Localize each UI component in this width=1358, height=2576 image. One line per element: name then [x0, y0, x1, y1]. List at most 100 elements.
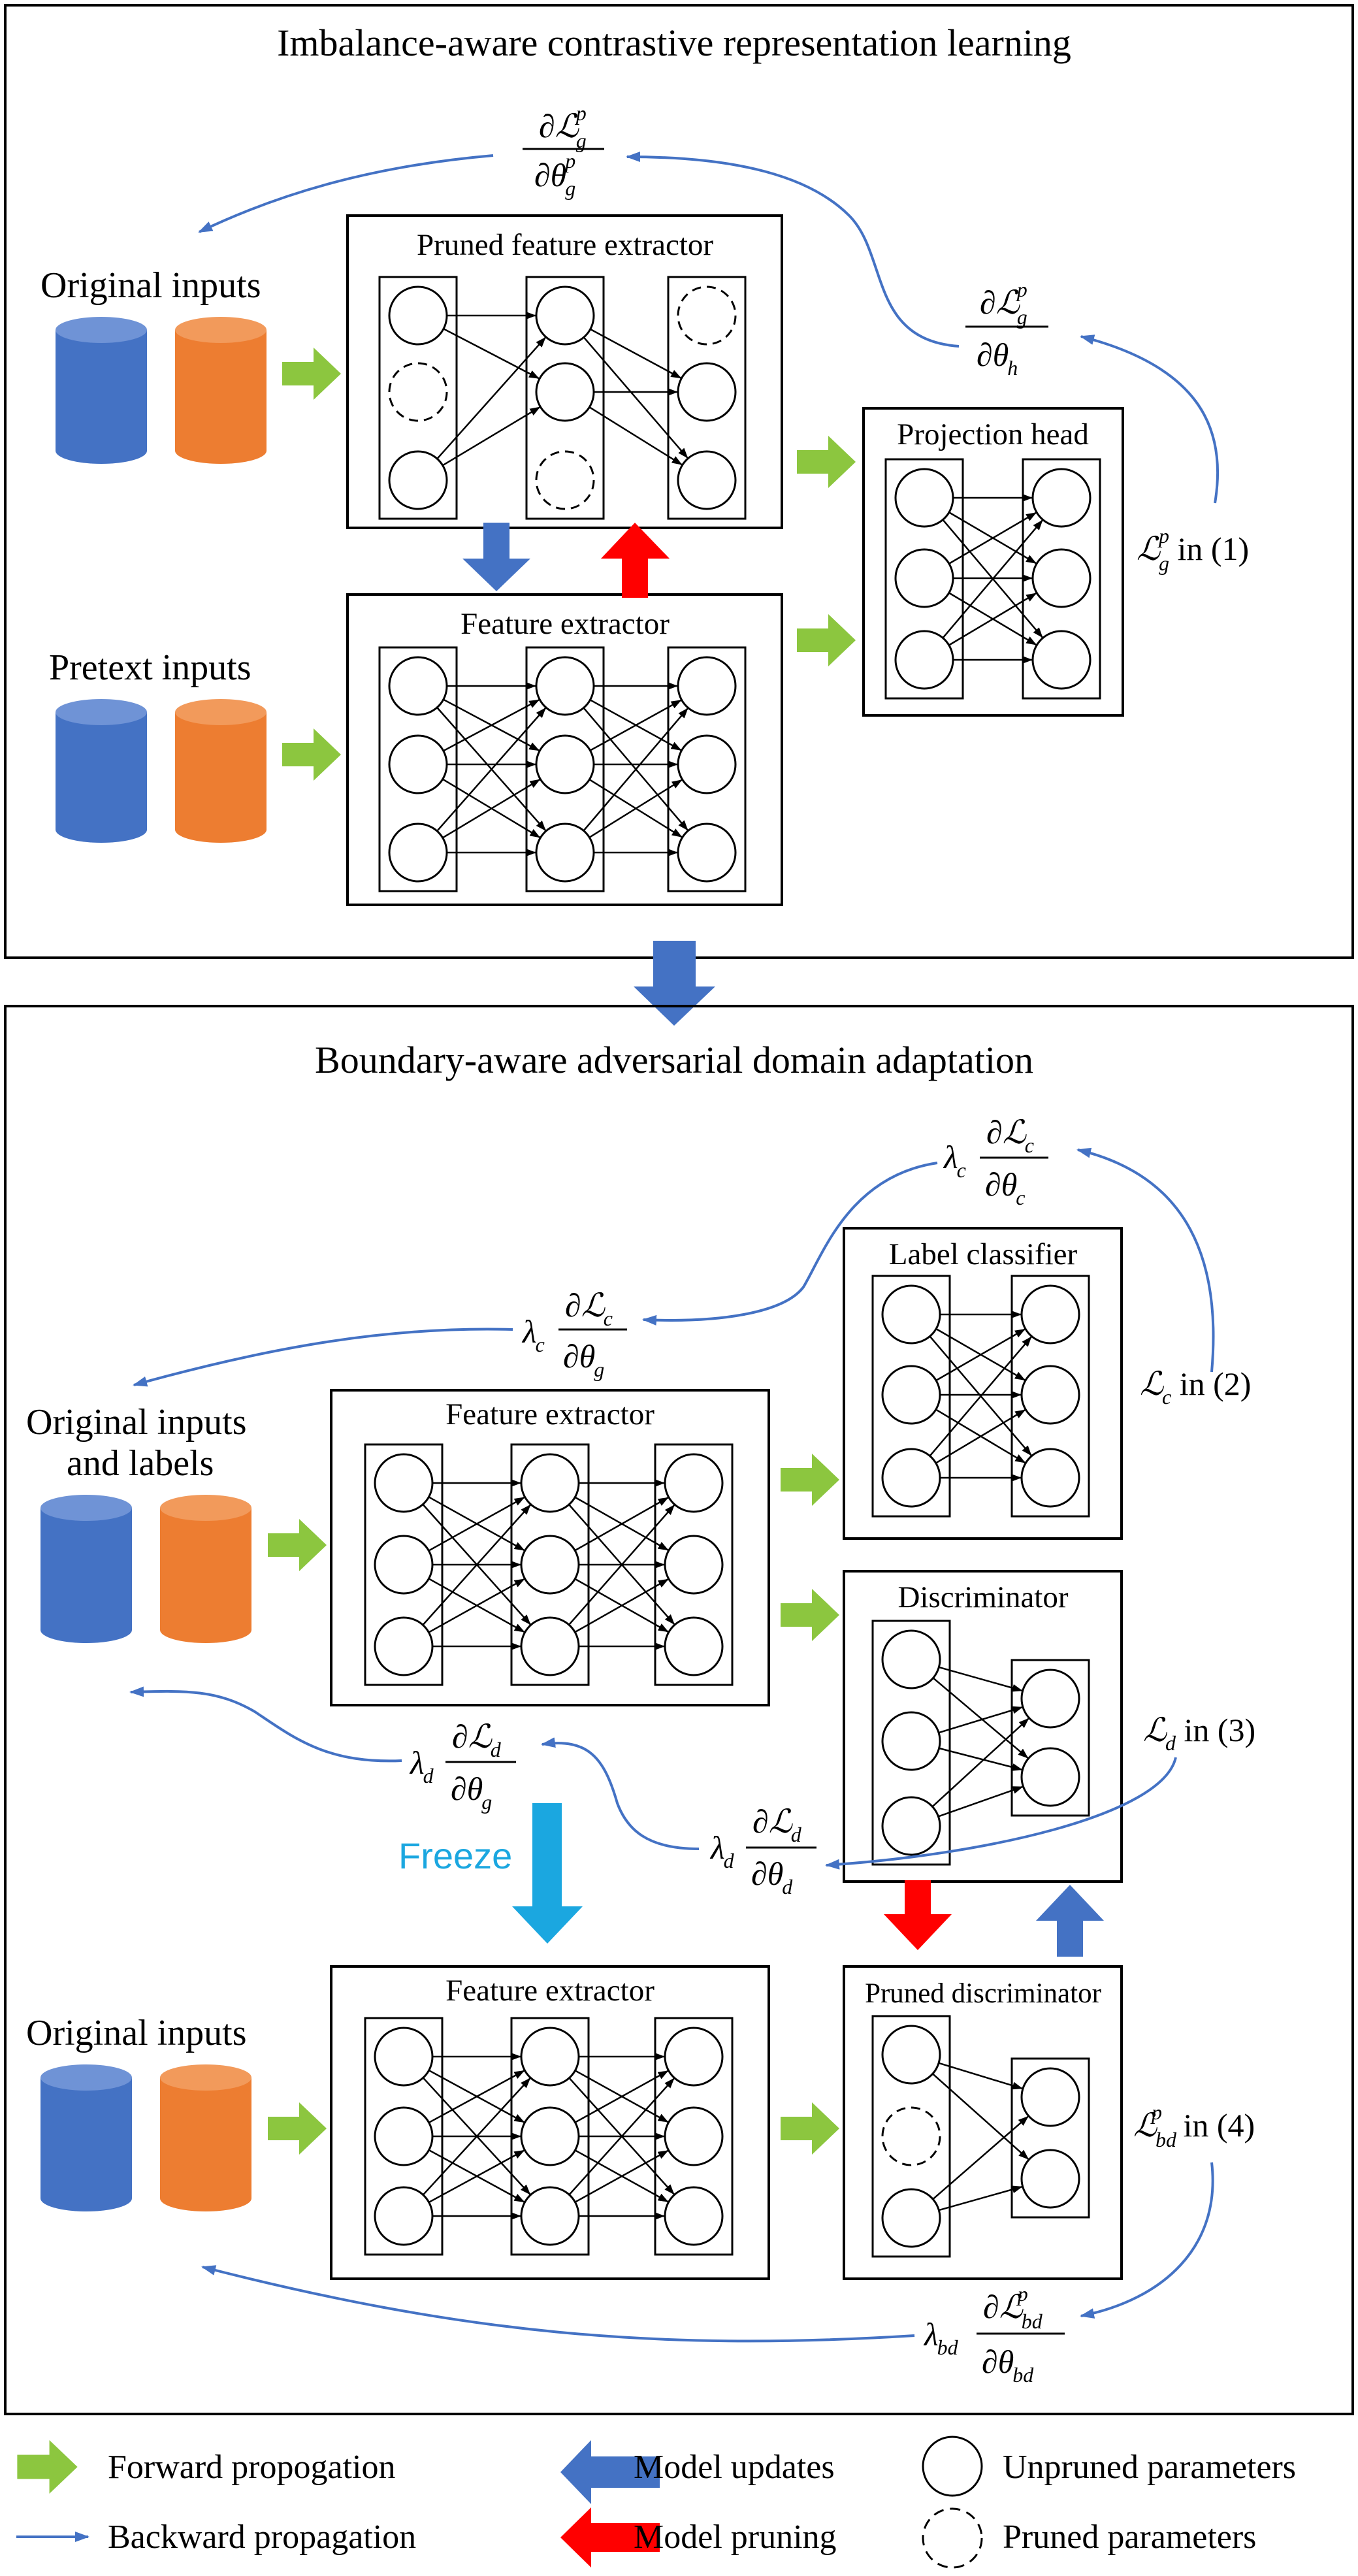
backward-arrow-to-original-inputs-labels — [133, 1328, 513, 1387]
loss-c-label: ℒc in (2) — [1140, 1365, 1251, 1409]
neuron — [535, 734, 595, 794]
neuron — [535, 362, 595, 422]
pruned-discriminator-title: Pruned discriminator — [865, 1978, 1101, 2009]
connection-arrow — [574, 1578, 669, 1633]
pretext-inputs-cylinders — [56, 699, 267, 843]
neuron — [664, 2186, 724, 2246]
connection-arrow — [939, 1666, 1023, 1692]
pruned-feature-extractor-network — [378, 276, 747, 520]
original-inputs-labels-cylinders — [40, 1495, 251, 1643]
layer-box — [667, 276, 747, 520]
neuron — [520, 1453, 580, 1513]
forward-legend-icon — [17, 2440, 78, 2494]
database-icon — [40, 1495, 132, 1643]
neuron — [677, 450, 737, 510]
svg-text:∂ℒgp: ∂ℒgp — [539, 101, 587, 152]
svg-text:∂ℒbdp: ∂ℒbdp — [983, 2282, 1043, 2333]
neuron — [1020, 1365, 1080, 1425]
neuron — [664, 1616, 724, 1676]
grad-ld-theta-g: λd ∂ℒd ∂θg — [409, 1718, 516, 1814]
label-classifier-title: Label classifier — [889, 1237, 1078, 1271]
connection-arrow — [436, 707, 547, 832]
neuron — [894, 468, 954, 528]
projection-head-network — [884, 458, 1101, 700]
pretext-inputs-label: Pretext inputs — [49, 647, 251, 688]
original-inputs-labels-line2: and labels — [67, 1443, 214, 1484]
layer-box — [654, 2017, 734, 2256]
neuron — [1031, 548, 1091, 608]
layer-box — [510, 2017, 590, 2256]
connection-arrow — [935, 1328, 1026, 1382]
pruned-neuron — [535, 450, 595, 510]
feature-extractor-network-2 — [364, 1443, 734, 1686]
neuron — [535, 285, 595, 346]
model-pruning-legend-icon — [560, 2507, 660, 2568]
neuron — [374, 1453, 434, 1513]
layer-box — [871, 1275, 951, 1518]
svg-text:∂θg: ∂θg — [563, 1338, 604, 1381]
database-icon — [175, 699, 267, 843]
connection-arrow — [428, 1496, 525, 1552]
model-updates-legend-icon — [560, 2440, 660, 2504]
layer-box — [871, 2015, 951, 2258]
backward-arrow-from-loss-c — [1076, 1147, 1215, 1373]
pruned-feature-extractor-title: Pruned feature extractor — [417, 228, 713, 262]
connection-arrow — [935, 1409, 1026, 1464]
projection-head-title: Projection head — [897, 417, 1089, 451]
svg-text:∂ℒc: ∂ℒc — [986, 1114, 1034, 1157]
neuron — [894, 630, 954, 690]
backward-arrow-from-loss-g — [1080, 334, 1220, 504]
loss-bd-label: ℒbdp in (4) — [1133, 2100, 1255, 2151]
layer-box — [525, 646, 605, 892]
original-inputs-cylinders-2 — [40, 2064, 251, 2211]
database-icon — [56, 317, 147, 464]
connection-arrow — [929, 1336, 1032, 1457]
feature-extractor-network — [378, 646, 747, 892]
connection-arrow — [574, 1497, 669, 1552]
layer-box — [654, 1443, 734, 1686]
svg-text:λc: λc — [943, 1139, 966, 1182]
connection-arrow — [939, 2185, 1023, 2211]
svg-text:∂θgp: ∂θgp — [534, 149, 575, 200]
svg-text:λbd: λbd — [923, 2316, 959, 2359]
unpruned-legend-icon — [922, 2436, 983, 2497]
neuron — [881, 1629, 941, 1689]
original-inputs-label: Original inputs — [40, 265, 261, 306]
database-icon — [175, 317, 267, 464]
layer-box — [1022, 458, 1101, 700]
connection-arrow — [942, 519, 1043, 639]
neuron — [664, 1535, 724, 1595]
pruned-neuron — [881, 2106, 941, 2166]
connection-arrow — [589, 779, 683, 838]
svg-text:∂ℒgp: ∂ℒgp — [980, 278, 1027, 329]
layer-box — [667, 646, 747, 892]
database-icon — [56, 699, 147, 843]
legend-forward: Forward propogation — [108, 2449, 395, 2486]
layer-box — [1010, 1659, 1090, 1817]
neuron — [677, 823, 737, 883]
neuron — [520, 2106, 580, 2166]
label-classifier-network — [871, 1275, 1090, 1518]
connection-arrow — [428, 2070, 525, 2124]
neuron — [881, 1448, 941, 1508]
svg-text:∂θg: ∂θg — [451, 1770, 492, 1814]
connection-arrow — [574, 2149, 669, 2203]
grad-theta-g-top: ∂ℒgp ∂θgp — [523, 101, 604, 200]
forward-arrow — [781, 2102, 839, 2155]
neuron — [520, 2186, 580, 2246]
svg-text:∂θd: ∂θd — [751, 1855, 793, 1899]
discriminator-network — [871, 1620, 1090, 1866]
connection-arrow — [939, 1747, 1023, 1771]
neuron — [374, 2027, 434, 2087]
connection-arrow — [583, 708, 688, 832]
svg-text:λc: λc — [521, 1313, 545, 1356]
database-icon — [40, 2064, 132, 2211]
neuron — [374, 1535, 434, 1595]
neuron — [664, 2106, 724, 2166]
connection-arrow — [938, 1706, 1023, 1734]
forward-arrow — [781, 1589, 839, 1641]
backward-arrow-from-loss-d — [825, 1757, 1177, 1870]
svg-text:∂ℒd: ∂ℒd — [452, 1718, 502, 1761]
legend-pruned: Pruned parameters — [1003, 2519, 1256, 2556]
layer-box — [378, 646, 458, 892]
